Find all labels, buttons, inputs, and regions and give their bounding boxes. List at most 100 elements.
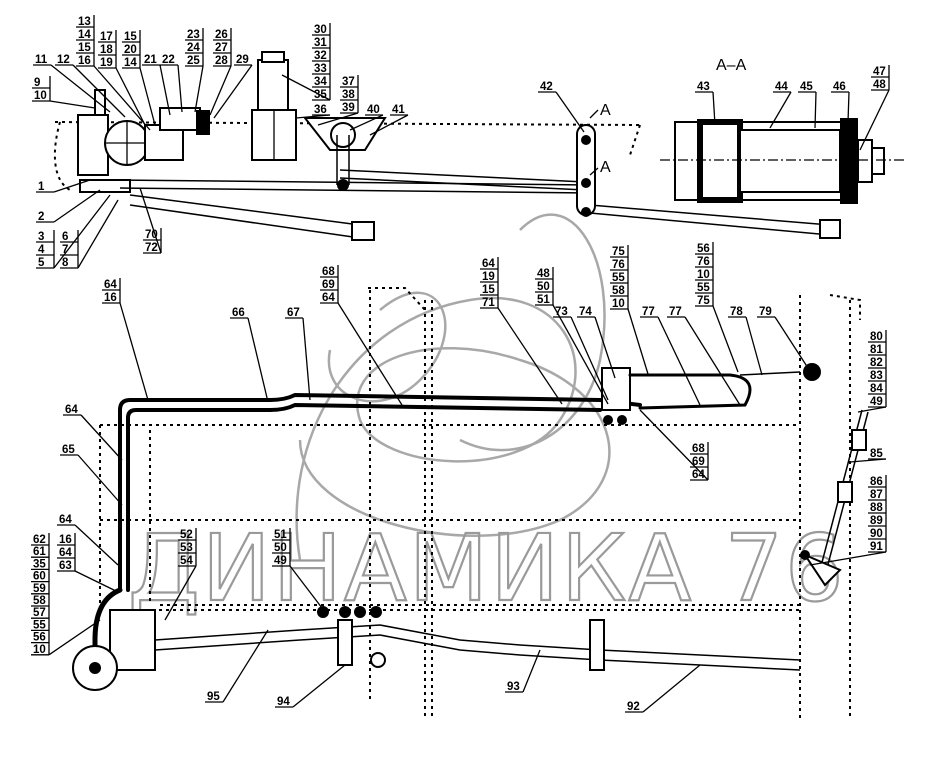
callout-number: 40 xyxy=(367,104,380,116)
callout-group: 43 xyxy=(695,81,716,126)
callout-number: 90 xyxy=(870,528,883,540)
callout-leader-line xyxy=(213,64,253,119)
callout-number: 8 xyxy=(62,257,69,269)
watermark-logo xyxy=(295,213,611,561)
callout-number: 78 xyxy=(730,306,743,318)
callout-leader-line xyxy=(814,91,817,129)
callout-group: 46 xyxy=(831,81,850,123)
callout-leader-line xyxy=(80,414,123,461)
callout-number: 49 xyxy=(274,555,287,567)
callout-leader-line xyxy=(497,307,563,405)
callout-number: 51 xyxy=(537,294,550,306)
callout-number: 59 xyxy=(33,583,46,595)
callout-leader-line xyxy=(642,664,701,713)
section-cut-marks xyxy=(589,109,599,176)
section-marker-bottom: A xyxy=(600,159,611,176)
callout-number: 91 xyxy=(870,541,883,553)
callout-number: 69 xyxy=(322,279,335,291)
callout-number: 29 xyxy=(236,54,249,66)
callout-leader-line xyxy=(684,316,741,406)
callout-number: 83 xyxy=(870,370,883,382)
callout-number: 16 xyxy=(78,55,91,67)
callout-leader-line xyxy=(555,91,585,133)
callout-group: 22 xyxy=(160,54,183,113)
callout-number: 31 xyxy=(314,37,327,49)
callout-number: 65 xyxy=(62,444,75,456)
callout-number: 64 xyxy=(322,292,335,304)
callout-leader-line xyxy=(209,65,232,116)
callout-number: 30 xyxy=(314,24,327,36)
callout-number: 93 xyxy=(507,681,520,693)
callout-number: 16 xyxy=(104,292,117,304)
callout-number: 84 xyxy=(870,383,883,395)
callout-group: 94 xyxy=(275,664,346,708)
callout-number: 18 xyxy=(100,44,113,56)
callout-group: 77 xyxy=(640,306,701,406)
callout-group: 21 xyxy=(142,54,171,116)
callout-number: 60 xyxy=(33,571,46,583)
callout-group: 36 xyxy=(295,104,331,119)
callout-number: 64 xyxy=(692,469,705,481)
callout-number: 26 xyxy=(215,29,228,41)
callout-number: 94 xyxy=(277,696,290,708)
callout-leader-line xyxy=(48,619,101,656)
callout-number: 10 xyxy=(34,90,47,102)
callout-leader-line xyxy=(295,114,331,119)
callout-number: 9 xyxy=(34,77,40,89)
callout-group: 42 xyxy=(538,81,585,133)
callout-number: 56 xyxy=(697,243,710,255)
callout-number: 68 xyxy=(692,443,705,455)
callout-number: 47 xyxy=(873,66,886,78)
callout-leader-line xyxy=(49,100,96,109)
callout-leader-line xyxy=(745,316,763,376)
callout-number: 38 xyxy=(342,89,355,101)
callout-leader-line xyxy=(570,316,609,401)
callout-number: 17 xyxy=(100,31,113,43)
callout-number: 42 xyxy=(540,81,553,93)
callout-group: 64 xyxy=(63,404,123,461)
callout-number: 3 xyxy=(38,231,44,243)
callout-number: 10 xyxy=(697,269,710,281)
callout-number: 75 xyxy=(697,295,710,307)
callout-number: 64 xyxy=(104,279,117,291)
callout-leader-line xyxy=(53,179,91,193)
callout-number: 66 xyxy=(232,307,245,319)
callout-leader-line xyxy=(74,570,119,593)
lower-steering-linkage xyxy=(72,409,869,691)
callout-number: 64 xyxy=(59,547,72,559)
callout-number: 33 xyxy=(314,63,327,75)
callout-leader-line xyxy=(337,302,403,406)
callout-number: 76 xyxy=(697,256,710,268)
callout-number: 32 xyxy=(314,50,327,62)
callout-number: 75 xyxy=(612,246,625,258)
callout-number: 86 xyxy=(870,476,883,488)
callout-number: 43 xyxy=(697,81,710,93)
callout-number: 92 xyxy=(627,701,640,713)
callout-group: 11 xyxy=(33,54,111,113)
callout-number: 13 xyxy=(78,16,91,28)
callout-number: 35 xyxy=(33,558,46,570)
callout-leader-line xyxy=(639,409,709,481)
watermark-text: ДИНАМИКА 76 xyxy=(128,515,846,622)
callout-leader-line xyxy=(712,305,739,373)
callout-number: 95 xyxy=(207,691,220,703)
callout-leader-line xyxy=(194,65,204,113)
callout-leader-line xyxy=(849,458,887,463)
section-a-a-cylinder xyxy=(660,118,905,204)
callout-group: 910 xyxy=(32,76,96,109)
callout-leader-line xyxy=(302,317,311,401)
callout-number: 54 xyxy=(180,555,193,567)
callout-number: 41 xyxy=(392,104,405,116)
callout-group: 29 xyxy=(213,54,253,119)
callout-leader-line xyxy=(77,199,119,269)
callout-number: 77 xyxy=(642,306,655,318)
callout-number: 82 xyxy=(870,357,883,369)
callout-group: 92 xyxy=(625,664,701,713)
